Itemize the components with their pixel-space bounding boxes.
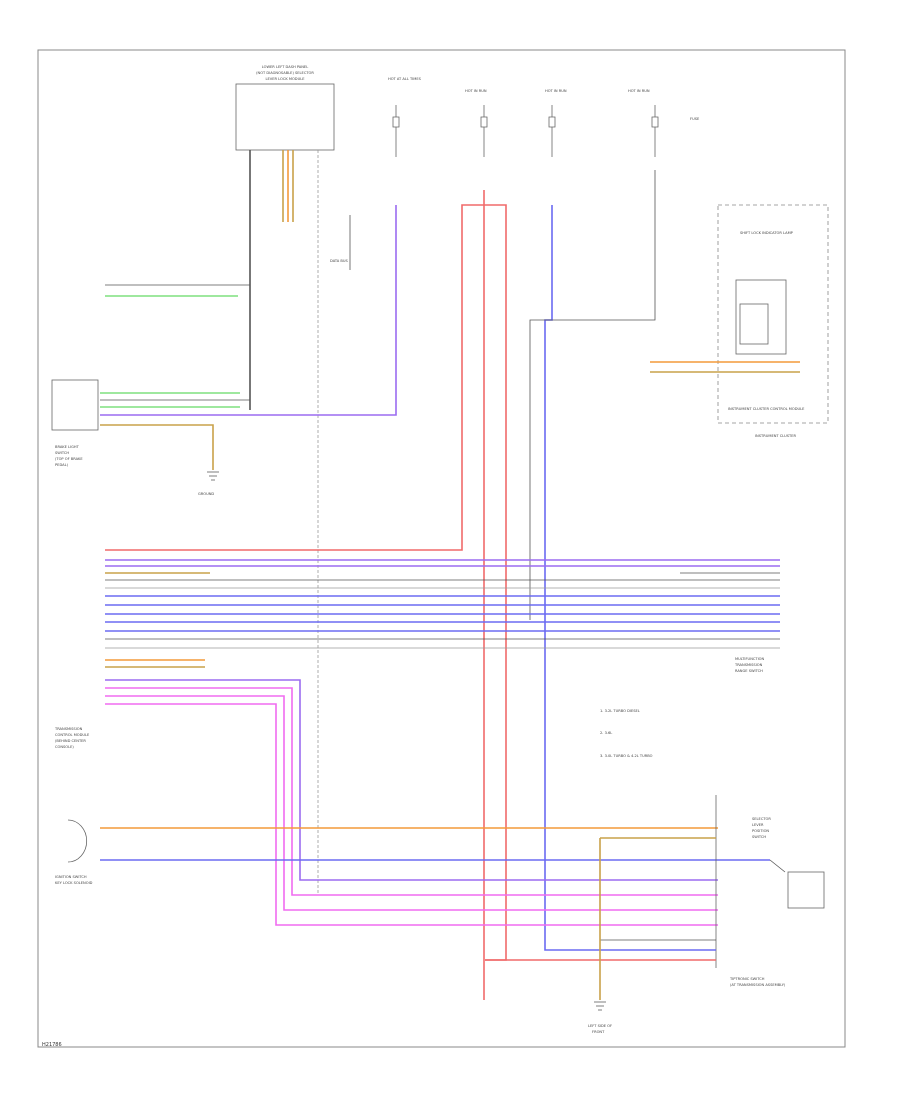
mfs-label-b: TRANSMISSION <box>734 663 763 667</box>
multifunction-switch-labels: MULTIFUNCTION TRANSMISSION RANGE SWITCH <box>734 657 764 673</box>
tcm-label-c: (BEHIND CENTER <box>55 739 86 743</box>
lever-lock-module: LOWER LEFT DASH PANEL (NOT DIAGNOSABLE) … <box>235 65 335 151</box>
brake-light-switch: BRAKE LIGHT SWITCH (TOP OF BRAKE PEDAL) <box>51 379 99 467</box>
tcm-harness <box>105 559 780 926</box>
ignition-wires <box>100 827 770 861</box>
tiptronic-wires <box>485 837 716 1000</box>
bottom-ground-label-a: LEFT SIDE OF <box>588 1024 612 1028</box>
brake-ground: GROUND <box>198 471 219 496</box>
wire-red-2 <box>484 204 507 961</box>
fuse-3 <box>548 105 556 157</box>
power-labels: HOT AT ALL TIMES HOT IN RUN HOT IN RUN H… <box>388 77 700 121</box>
brake-label-a: BRAKE LIGHT <box>55 445 80 449</box>
wire-blue-ign <box>544 205 600 951</box>
wire-brown-ground <box>100 424 214 470</box>
tcm-wire-violet-3 <box>105 679 718 881</box>
mfs-label-a: MULTIFUNCTION <box>735 657 764 661</box>
brake-label-c: (TOP OF BRAKE <box>55 457 83 461</box>
tiptronic-label-a: TIPTRONIC SWITCH <box>729 977 765 981</box>
wire-black-cluster <box>529 170 656 620</box>
fuse-1 <box>392 105 400 157</box>
shift-lock-indicator-label: SHIFT LOCK INDICATOR LAMP <box>740 231 794 235</box>
footer-code: H21786 <box>42 1042 62 1048</box>
connector-tags: DATA BUS <box>330 259 348 263</box>
tcm-wire-pink-2 <box>105 695 718 911</box>
cluster-module-label: INSTRUMENT CLUSTER CONTROL MODULE <box>728 407 805 411</box>
vertical-feeds <box>105 150 656 1000</box>
instrument-cluster-label: INSTRUMENT CLUSTER <box>755 434 796 438</box>
fuse-4 <box>651 105 659 157</box>
fuse-row <box>392 105 659 157</box>
mfs-label-c: RANGE SWITCH <box>735 669 763 673</box>
note-1: 1. 3.2L TURBO DIESEL <box>600 709 640 713</box>
brake-label-d: PEDAL) <box>55 463 69 467</box>
ignition-switch-label-a: IGNITION SWITCH <box>55 875 87 879</box>
ignition-switch-label-b: KEY LOCK SOLENOID <box>55 881 93 885</box>
fuse-label: FUSE <box>690 117 700 121</box>
ignition-switch: IGNITION SWITCH KEY LOCK SOLENOID <box>55 819 93 885</box>
hot-in-run-label-2: HOT IN RUN <box>545 89 567 93</box>
top-left-bus <box>105 284 250 297</box>
selector-label-c: POSITION <box>752 829 769 833</box>
diagram-border <box>37 49 846 1048</box>
brake-label-b: SWITCH <box>55 451 69 455</box>
cluster-wires <box>650 361 800 373</box>
selector-label-d: SWITCH <box>752 835 766 839</box>
tcm-wire-pink-1 <box>105 687 718 896</box>
tcm-label-d: CONSOLE) <box>55 745 74 749</box>
tiptronic-label-b: (AT TRANSMISSION ASSEMBLY) <box>730 983 786 987</box>
lever-lock-label-c: LEVER LOCK MODULE <box>266 77 306 81</box>
bottom-ground: LEFT SIDE OF FRONT <box>588 1001 612 1034</box>
lever-lock-label-a: LOWER LEFT DASH PANEL <box>262 65 308 69</box>
tiptronic-label: TIPTRONIC SWITCH (AT TRANSMISSION ASSEMB… <box>729 977 786 987</box>
hot-at-all-times-label: HOT AT ALL TIMES <box>388 77 422 81</box>
tcm-label-a: TRANSMISSION <box>54 727 83 731</box>
lever-lock-label-b: (NOT DIAGNOSABLE) SELECTOR <box>256 71 314 75</box>
bottom-ground-label-b: FRONT <box>592 1030 605 1034</box>
fuse-2 <box>480 105 488 157</box>
selector-lever-switch: SELECTOR LEVER POSITION SWITCH <box>752 817 825 909</box>
wire-violet-brake <box>240 205 397 416</box>
hot-in-run-label-3: HOT IN RUN <box>628 89 650 93</box>
tcm-block: TRANSMISSION CONTROL MODULE (BEHIND CENT… <box>54 727 90 749</box>
selector-label-a: SELECTOR <box>752 817 771 821</box>
connector-tag-1: DATA BUS <box>330 259 348 263</box>
wire-red-1 <box>105 204 484 551</box>
note-2: 2. 3.6L <box>600 731 612 735</box>
brake-wires <box>100 392 250 470</box>
ground-label-1: GROUND <box>198 492 214 496</box>
note-3: 3. 3.0L TURBO & 4.2L TURBO <box>600 754 653 758</box>
instrument-cluster: SHIFT LOCK INDICATOR LAMP INSTRUMENT CLU… <box>717 204 829 438</box>
notes: 1. 3.2L TURBO DIESEL 2. 3.6L 3. 3.0L TUR… <box>600 709 653 758</box>
tcm-wire-pink-3 <box>105 703 718 926</box>
hot-in-run-label-1: HOT IN RUN <box>465 89 487 93</box>
tcm-label-b: CONTROL MODULE <box>55 733 90 737</box>
selector-label-b: LEVER <box>752 823 764 827</box>
